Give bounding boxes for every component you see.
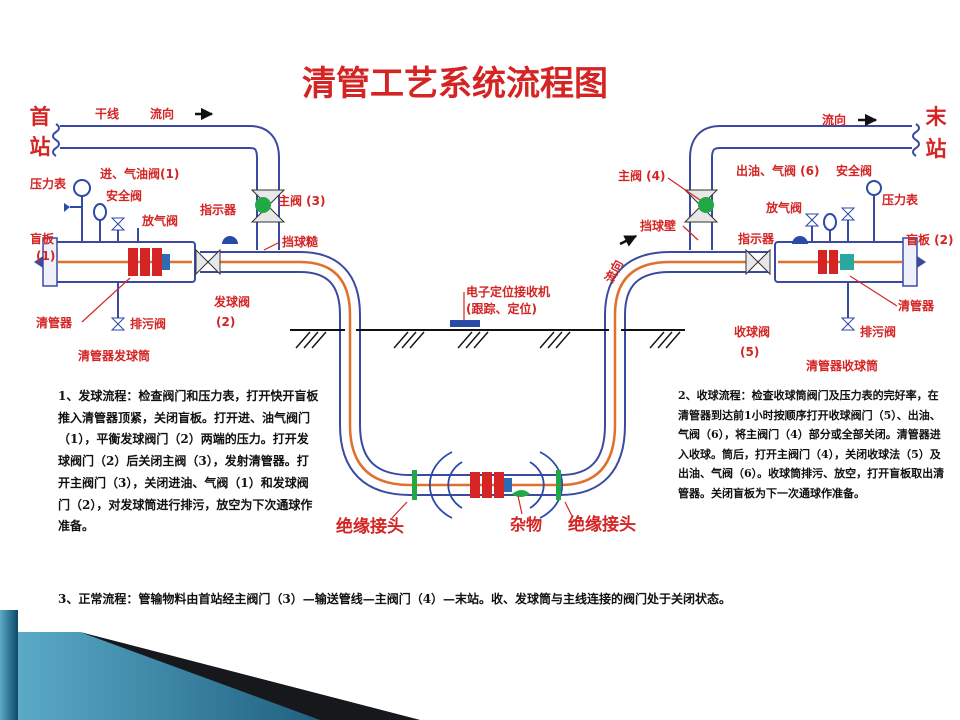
ground-line [290, 329, 685, 349]
launcher-label: 清管器发球筒 [78, 348, 150, 363]
insulation-right-label: 绝缘接头 [568, 514, 636, 535]
corner-decoration [0, 610, 960, 720]
ball-stop-left-leader [263, 241, 281, 251]
outlet-gas-valve-label: 出油、气阀 (6) [736, 163, 820, 178]
drain-valve-right-icon [840, 317, 856, 331]
inlet-gas-valve-label: 进、气油阀(1) [100, 166, 179, 181]
blind-plate-left-number: (1) [36, 249, 55, 263]
blind-plate-right-label: 盲板 (2) [906, 232, 954, 247]
receiver-label: 清管器收球筒 [806, 358, 878, 373]
debris-label: 杂物 [510, 515, 542, 534]
launch-procedure-text: 1、发球流程：检查阀门和压力表，打开快开盲板推入清管器顶紧，关闭盲板。打开进、油… [58, 389, 319, 534]
indicator-right-label: 指示器 [738, 231, 775, 246]
insulation-left-leader [391, 501, 408, 519]
locator-sublabel: (跟踪、定位) [466, 301, 537, 316]
pig-right-icon [818, 250, 854, 274]
flow-direction-right: 流向 [822, 112, 846, 127]
receive-valve-number: (5) [740, 345, 759, 359]
normal-procedure-text: 3、正常流程：管输物料由首站经主阀门（3）—输送管线—主阀门（4）—末站。收、发… [58, 592, 732, 606]
inlet-valve-icon [64, 203, 70, 212]
flow-arrow-slope [619, 234, 638, 247]
insulation-left-label: 绝缘接头 [336, 516, 404, 537]
safety-valve-right-label: 安全阀 [836, 163, 872, 178]
pig-left-icon [128, 248, 170, 276]
ball-stop-left-label: 挡球糙 [282, 234, 318, 249]
start-station-char1: 首 [30, 105, 51, 129]
pressure-gauge-right-label: 压力表 [882, 192, 919, 207]
locator-label: 电子定位接收机 [466, 284, 550, 299]
indicator-left-label: 指示器 [200, 202, 237, 217]
vent-valve-left-label: 放气阀 [141, 213, 178, 228]
pressure-gauge-left-icon [73, 179, 91, 197]
launch-valve-label: 发球阀 [213, 294, 250, 309]
insulation-joint-right-icon [556, 470, 561, 500]
launch-valve-number: (2) [216, 315, 235, 329]
end-station-char2: 站 [926, 137, 947, 161]
launch-valve-icon [195, 248, 221, 276]
diagram-title: 清管工艺系统流程图 [302, 64, 608, 104]
safety-valve-left-icon [93, 203, 107, 221]
main-valve-3-icon [250, 189, 286, 223]
pig-right-leader [849, 275, 898, 307]
start-station-char2: 站 [30, 135, 51, 159]
receive-valve-icon [745, 248, 771, 276]
vent-valve-right-icon [804, 213, 820, 227]
drain-valve-left-icon [110, 317, 126, 331]
main-valve-4-icon [683, 189, 719, 223]
pressure-gauge-right-icon [866, 180, 882, 196]
vent-valve-right-label: 放气阀 [765, 200, 802, 215]
trunk-line-label: 干线 [95, 106, 119, 121]
vent-valve-left-icon [110, 217, 126, 231]
pressure-gauge-left-label: 压力表 [30, 176, 67, 191]
drain-valve-left-label: 排污阀 [130, 316, 166, 331]
pig-in-line-waves [429, 451, 563, 519]
main-valve-3-label: 主阀 (3) [278, 193, 326, 208]
debris-leader [517, 495, 523, 515]
insulation-joint-left-icon [412, 470, 417, 500]
safety-valve-left-label: 安全阀 [106, 188, 142, 203]
indicator-left-icon [222, 236, 238, 244]
blind-plate-left-label: 盲板 [30, 231, 55, 246]
launcher-barrel [34, 237, 196, 287]
insulation-right-leader [564, 501, 573, 517]
receive-valve-label: 收球阀 [734, 324, 770, 339]
locator-icon [450, 320, 480, 327]
safety-valve-right-icon [840, 207, 856, 221]
trunk-break-marks [52, 123, 920, 157]
indicator-right-icon [792, 236, 808, 244]
pig-right-label: 清管器 [898, 298, 935, 313]
ball-stop-right-label: 挡球壁 [640, 218, 676, 233]
drain-valve-right-label: 排污阀 [860, 324, 896, 339]
receive-procedure-text: 2、收球流程：检查收球筒阀门及压力表的完好率，在清管器到达前1小时按顺序打开收球… [678, 389, 945, 500]
pig-in-line-icon [470, 472, 530, 498]
pig-left-leader [81, 277, 131, 323]
ball-stop-right-leader [682, 225, 699, 241]
main-valve-4-label: 主阀 (4) [618, 168, 666, 183]
pig-left-label: 清管器 [36, 315, 73, 330]
main-valve-4-leader [667, 177, 701, 201]
end-station-char1: 末 [926, 105, 948, 129]
outlet-valve-icon [823, 213, 837, 231]
flow-direction-left: 流向 [150, 106, 174, 121]
